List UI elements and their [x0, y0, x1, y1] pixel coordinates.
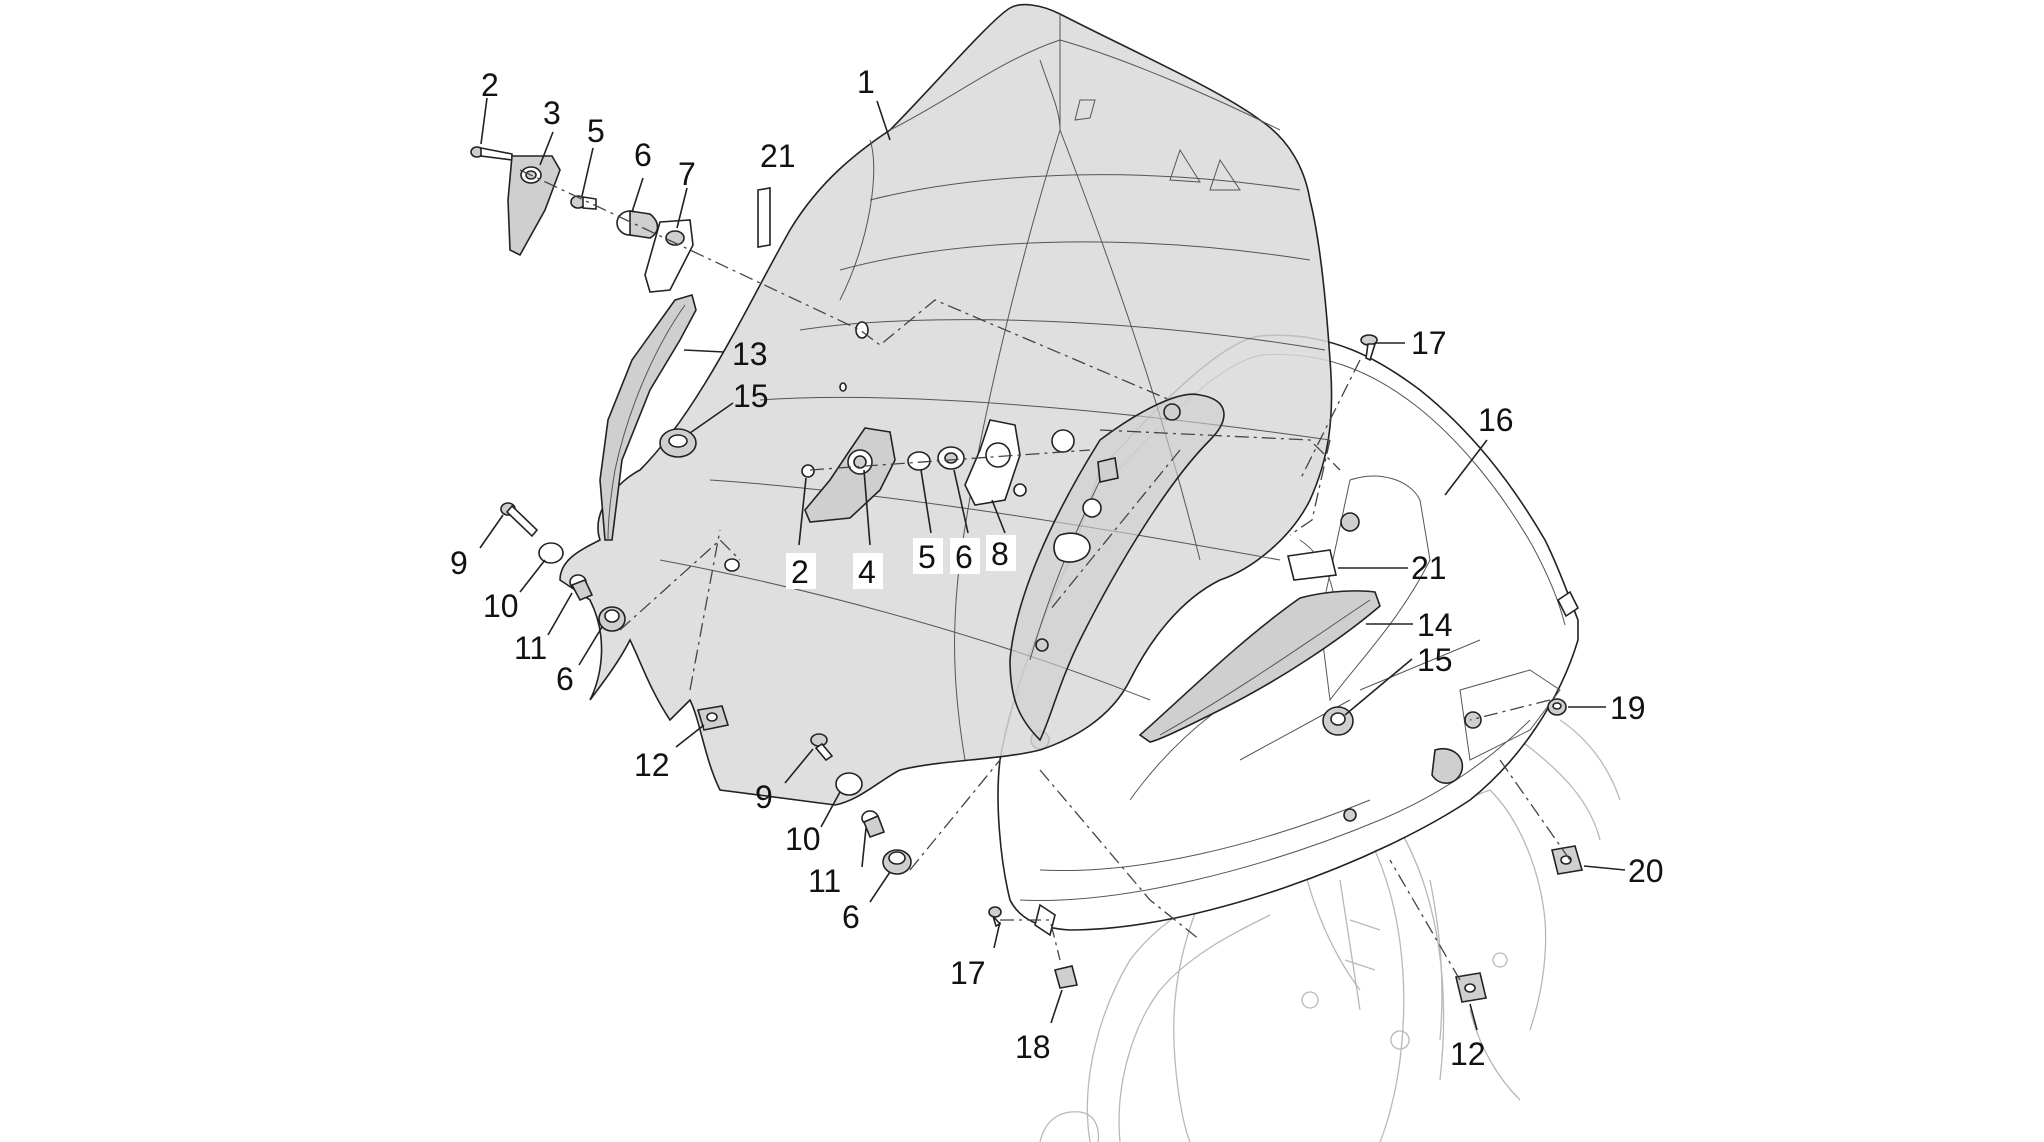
screw-part-17-upper: [1360, 334, 1378, 362]
bushing-part-5-top: [570, 195, 597, 210]
callout-10-lower: 10: [785, 821, 821, 857]
pad-part-21-right: [1287, 549, 1337, 581]
callout-1: 1: [857, 64, 875, 100]
callout-8: 8: [991, 536, 1009, 572]
screw-part-2-center: [801, 464, 815, 478]
callout-15-left: 15: [733, 378, 769, 414]
callout-9-left: 9: [450, 545, 468, 581]
callout-7: 7: [678, 156, 696, 192]
trim-strip-part-13: [599, 294, 697, 541]
assembly-axis-lines: [519, 169, 1571, 981]
callout-6-top: 6: [634, 137, 652, 173]
callout-box-4: [853, 553, 883, 589]
callout-12-right: 12: [1450, 1036, 1486, 1072]
clip-part-12-right: [1455, 972, 1487, 1003]
callout-19: 19: [1610, 690, 1646, 726]
spacer-part-6-lower: [882, 849, 912, 875]
callout-6-lower: 6: [842, 899, 860, 935]
washer-part-10-left: [538, 542, 564, 564]
bushing-part-5-center: [907, 451, 931, 471]
callout-5-top: 5: [587, 113, 605, 149]
spacer-part-6-center: [937, 446, 965, 470]
callout-21-top: 21: [760, 138, 796, 174]
screw-part-9-left: [500, 502, 539, 538]
callout-21-right: 21: [1411, 550, 1447, 586]
callout-3: 3: [543, 95, 561, 131]
callout-10-left: 10: [483, 588, 519, 624]
callout-11-left: 11: [514, 630, 547, 666]
callout-box-6-center: [950, 538, 980, 574]
callout-15-right: 15: [1417, 642, 1453, 678]
cover-cap-part-3: [507, 155, 561, 257]
trim-strip-part-14: [1138, 590, 1381, 743]
hardware-parts: [470, 146, 1584, 1003]
callout-20: 20: [1628, 853, 1664, 889]
callout-box-5-center: [913, 538, 943, 574]
callout-box-8: [986, 535, 1016, 571]
callout-18: 18: [1015, 1029, 1051, 1065]
callout-2-top: 2: [481, 67, 499, 103]
callout-13: 13: [732, 336, 768, 372]
callout-17-upper: 17: [1411, 325, 1447, 361]
washer-part-10-lower: [835, 772, 863, 796]
screw-part-2-top: [470, 146, 513, 161]
windshield-part-1: [559, 3, 1333, 806]
callout-14: 14: [1417, 607, 1453, 643]
callout-6-left: 6: [556, 661, 574, 697]
spacer-part-6-left: [598, 606, 626, 632]
callout-labels: 1 2 3 5 6 7 21 13 15 2 4 5 6 8 9 10 11 6…: [450, 64, 1664, 1072]
leader-lines: [479, 97, 1626, 1031]
nut-part-19: [1547, 698, 1567, 716]
callout-12-left: 12: [634, 747, 670, 783]
callout-16: 16: [1478, 402, 1514, 438]
bushing-part-11-left: [569, 574, 594, 602]
callout-17-lower: 17: [950, 955, 986, 991]
callout-2-center: 2: [791, 554, 809, 590]
clip-part-18: [1054, 965, 1078, 989]
pin-part-21-top: [757, 187, 771, 248]
screw-part-9-lower: [810, 733, 834, 762]
clip-part-20: [1551, 845, 1584, 875]
grommet-part-15-left: [659, 428, 697, 458]
callout-11-lower: 11: [808, 863, 841, 899]
callout-5-center: 5: [918, 539, 936, 575]
clip-part-12-left: [696, 705, 730, 731]
callout-6-center: 6: [955, 539, 973, 575]
callout-box-2-center: [786, 553, 816, 589]
bushing-part-11-lower: [861, 810, 886, 839]
callout-4: 4: [858, 554, 876, 590]
callout-9-lower: 9: [755, 779, 773, 815]
screw-part-17-lower: [988, 906, 1002, 928]
